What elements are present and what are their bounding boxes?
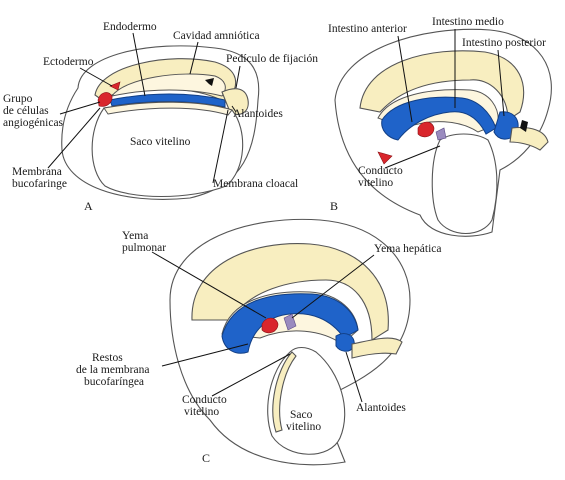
- label-grupo-1: Grupo: [3, 93, 33, 105]
- panel-c: Yema pulmonar Yema hepática Restos de la…: [76, 219, 442, 465]
- label-saco-c-1: Saco: [290, 409, 313, 421]
- label-yema-pulmonar-2: pulmonar: [122, 242, 166, 254]
- label-ectodermo: Ectodermo: [43, 56, 94, 68]
- label-yema-hepatica: Yema hepática: [374, 243, 442, 255]
- label-membrana-1: Membrana: [12, 166, 62, 178]
- label-membrana-cloacal: Membrana cloacal: [213, 178, 298, 190]
- panel-c-letter: C: [202, 451, 210, 465]
- label-intestino-posterior: Intestino posterior: [462, 37, 546, 49]
- panel-b-heart: [418, 122, 434, 137]
- label-intestino-anterior: Intestino anterior: [328, 23, 407, 35]
- panel-a: Endodermo Cavidad amniótica Ectodermo Pe…: [3, 21, 318, 213]
- label-restos-1: Restos: [92, 352, 123, 364]
- label-restos-2: de la membrana: [76, 364, 149, 376]
- label-saco-vitelino-a: Saco vitelino: [130, 136, 191, 148]
- label-alantoides-a: Alantoides: [233, 108, 283, 120]
- label-conducto-c-1: Conducto: [182, 394, 227, 406]
- label-intestino-medio: Intestino medio: [432, 16, 504, 28]
- label-saco-c-2: vitelino: [286, 421, 321, 433]
- label-yema-pulmonar-1: Yema: [122, 230, 148, 242]
- panel-b-yolk-stalk: [432, 134, 497, 234]
- label-restos-3: bucofaríngea: [84, 376, 144, 388]
- label-pediculo: Pedículo de fijación: [226, 53, 318, 65]
- label-endodermo: Endodermo: [103, 21, 157, 33]
- panel-c-allantois: [352, 338, 402, 358]
- label-grupo-2: de células: [3, 105, 49, 117]
- label-cavidad-amniotica: Cavidad amniótica: [173, 30, 260, 42]
- label-conducto-b-2: vitelino: [358, 177, 393, 189]
- panel-b-letter: B: [330, 199, 338, 213]
- label-alantoides-c: Alantoides: [356, 402, 406, 414]
- label-conducto-b-1: Conducto: [358, 165, 403, 177]
- panel-b-purple: [436, 128, 446, 140]
- label-conducto-c-2: vitelino: [184, 406, 219, 418]
- panel-b: Intestino anterior Intestino medio Intes…: [328, 16, 551, 236]
- label-grupo-3: angiogénicas: [3, 117, 64, 129]
- panel-b-arrow-red: [378, 152, 392, 164]
- panel-a-letter: A: [84, 199, 93, 213]
- label-membrana-2: bucofaringe: [12, 178, 67, 190]
